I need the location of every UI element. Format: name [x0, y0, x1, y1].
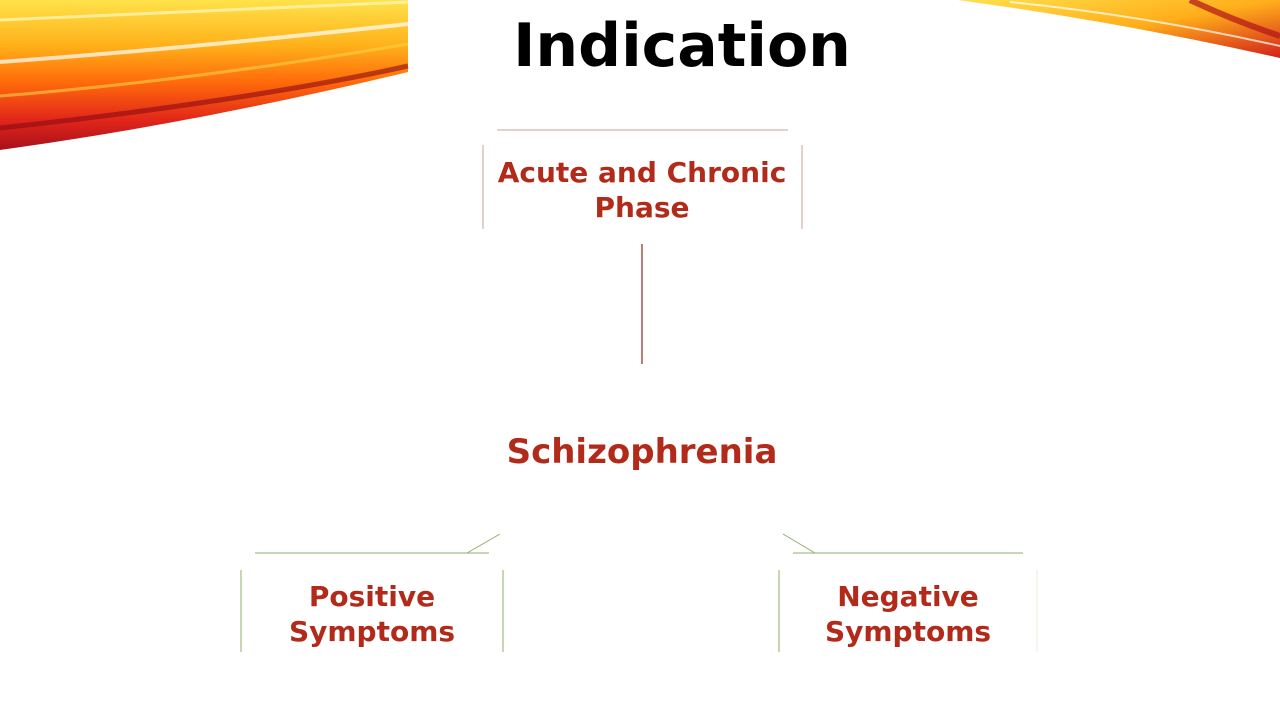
connector-center-to-positive [466, 533, 501, 554]
node-schizophrenia-center: Schizophrenia [506, 432, 778, 472]
connector-center-to-negative [782, 533, 816, 554]
node-acute-and-chronic-phase: Acute and Chronic Phase [497, 156, 787, 224]
right-ribbon [958, 0, 1280, 58]
negative-node-frame [778, 552, 1038, 652]
slide-title: Indication [513, 11, 851, 81]
node-positive-symptoms: Positive Symptoms [288, 580, 456, 648]
left-ribbon [0, 0, 409, 150]
node-negative-symptoms: Negative Symptoms [824, 580, 992, 648]
positive-node-frame [240, 552, 504, 652]
acute-node-frame [482, 129, 803, 229]
